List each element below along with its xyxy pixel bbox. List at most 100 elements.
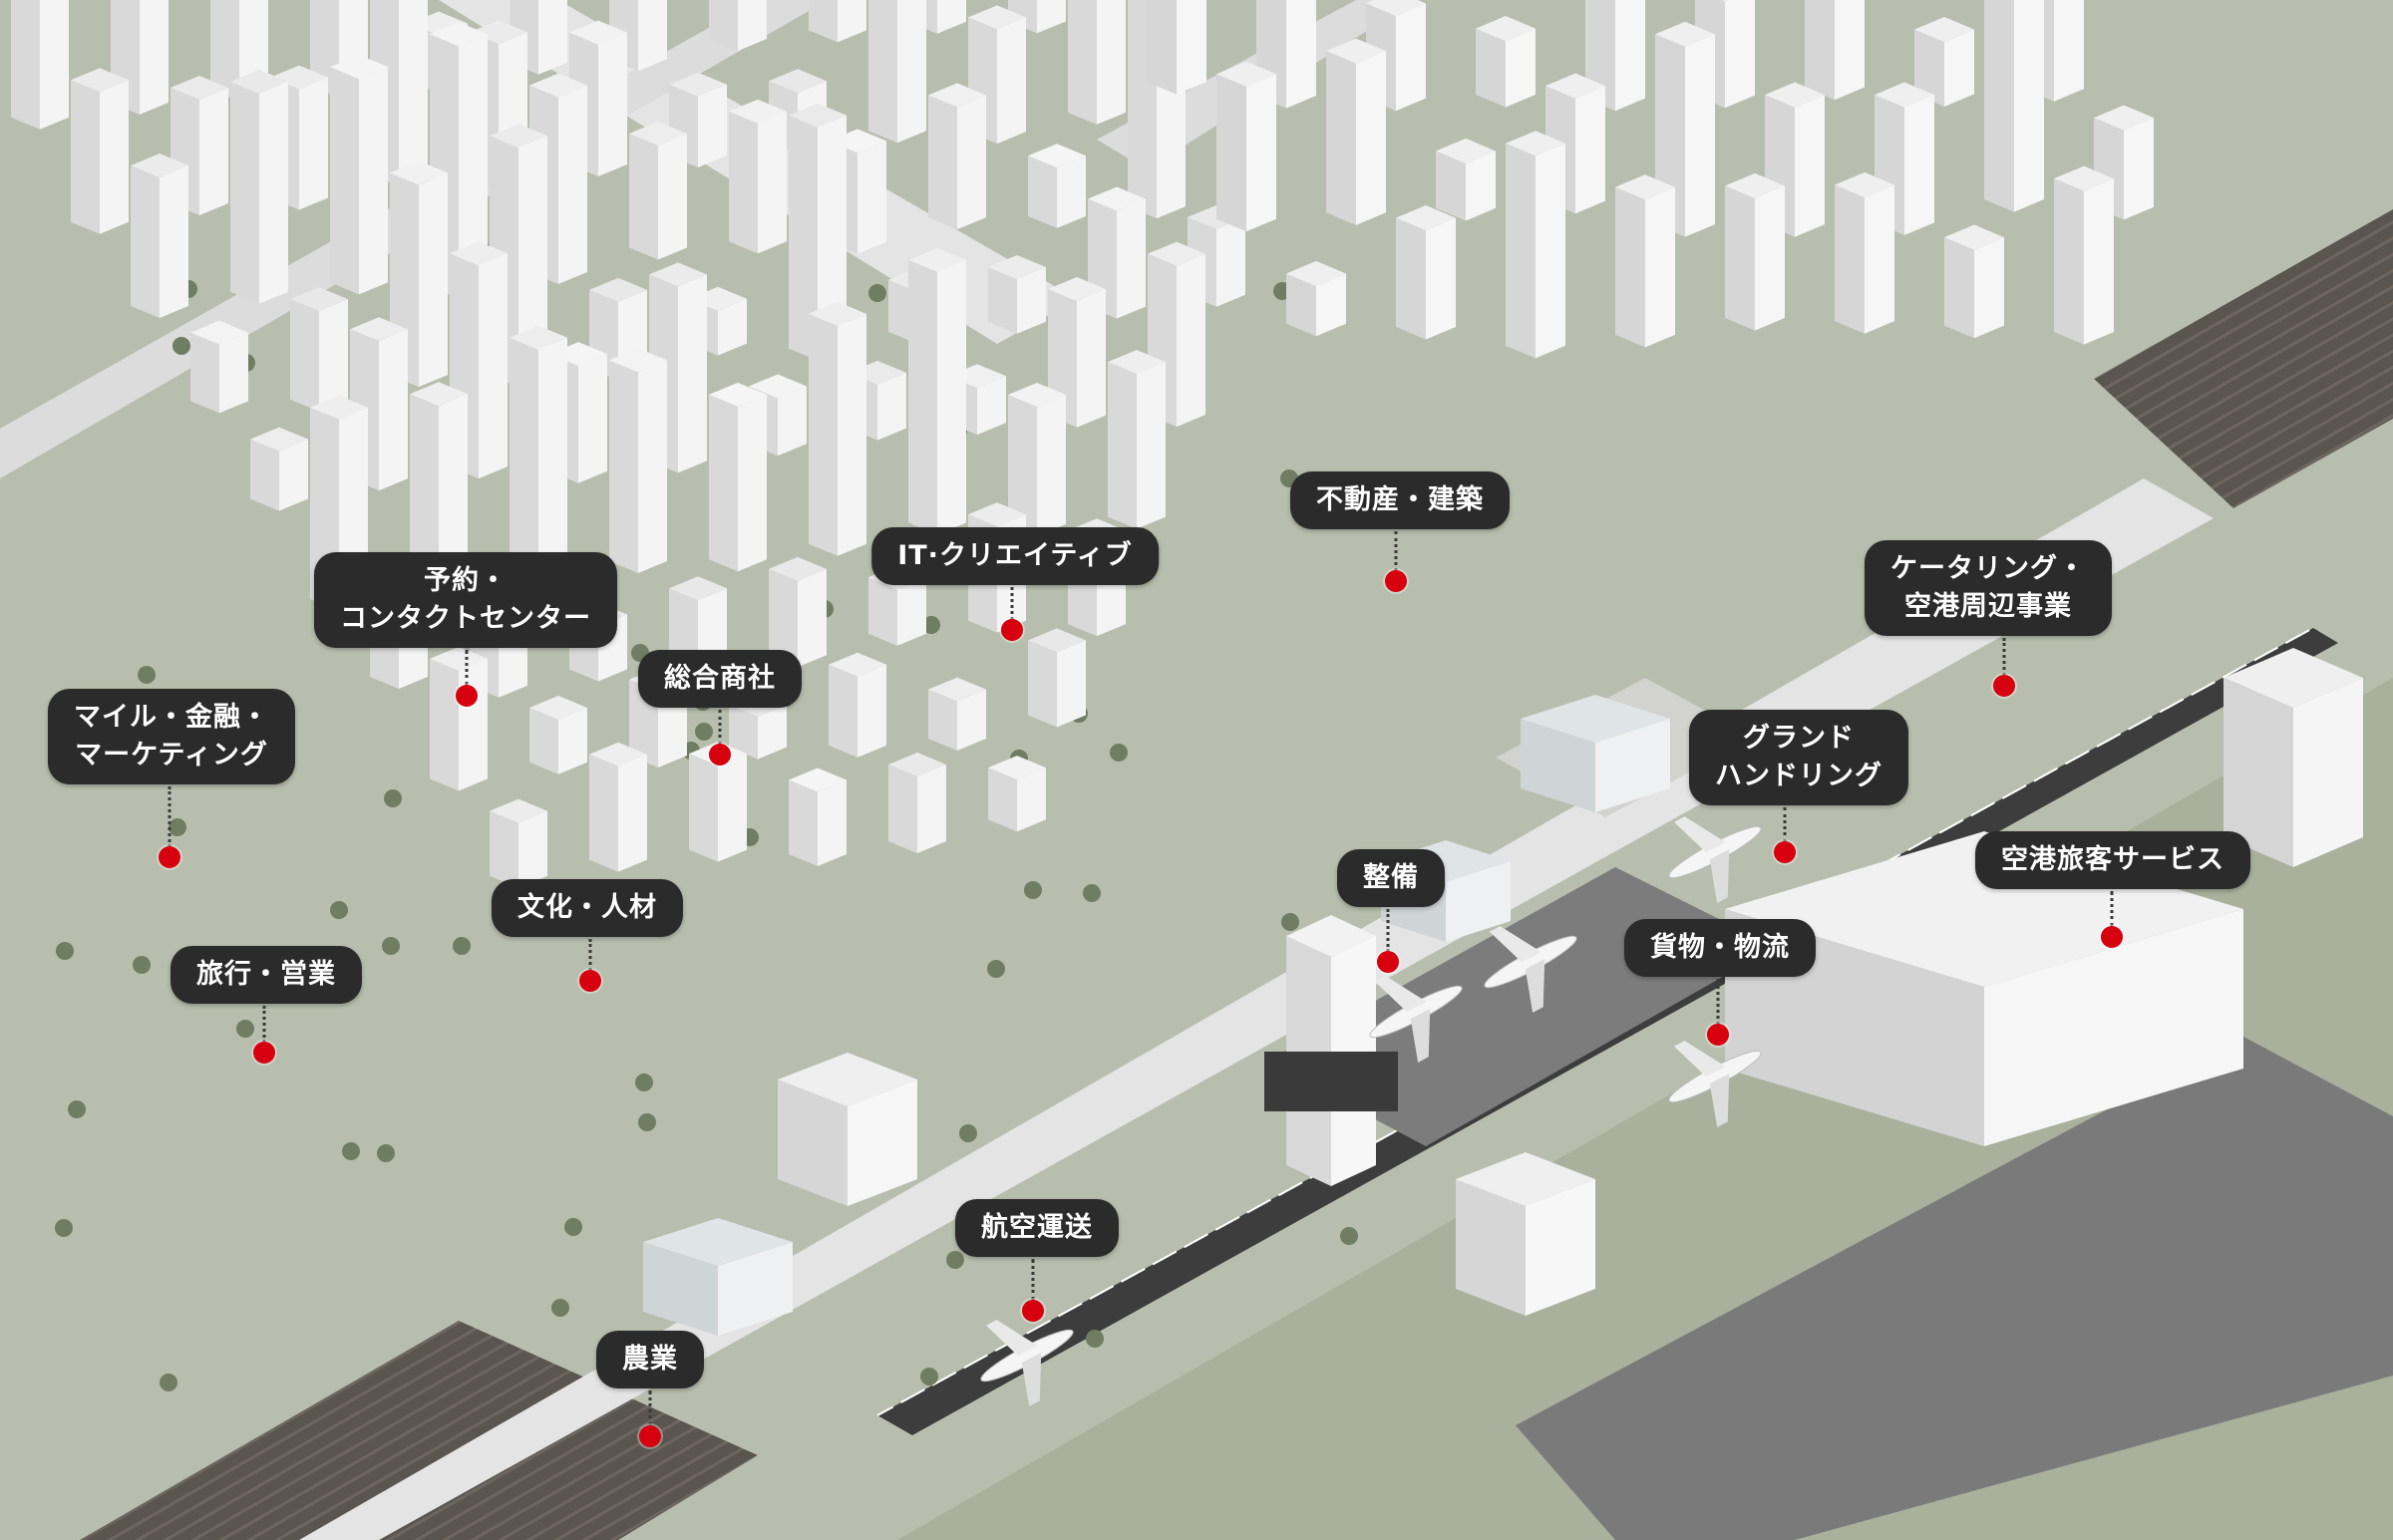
city-building-left bbox=[1068, 0, 1097, 125]
city-building bbox=[190, 320, 248, 414]
label-leader-line bbox=[1716, 979, 1720, 1025]
city-building-right bbox=[818, 779, 847, 866]
city-building-left bbox=[71, 80, 100, 234]
city-building-left bbox=[669, 588, 698, 669]
location-pin[interactable] bbox=[1385, 570, 1407, 592]
city-building-roof bbox=[529, 73, 587, 98]
city-building-left bbox=[589, 754, 618, 872]
tree bbox=[138, 666, 156, 684]
tree bbox=[55, 1219, 73, 1237]
city-building-roof bbox=[510, 325, 567, 350]
label-catering-airport-business[interactable]: ケータリング・空港周辺事業 bbox=[1865, 540, 2112, 636]
city-building-right bbox=[479, 253, 508, 479]
city-building-roof bbox=[1725, 172, 1785, 199]
city-building-left bbox=[1147, 0, 1177, 95]
tree bbox=[133, 956, 151, 974]
city-building-left bbox=[689, 754, 718, 862]
city-building-right bbox=[957, 689, 986, 752]
city-building-right bbox=[439, 394, 468, 602]
label-general-trading[interactable]: 総合商社 bbox=[638, 650, 802, 708]
location-pin[interactable] bbox=[709, 744, 731, 766]
city-building-roof bbox=[928, 677, 986, 702]
label-culture-hr[interactable]: 文化・人材 bbox=[492, 879, 683, 937]
city-building-roof bbox=[1944, 224, 2004, 250]
label-cargo-logistics[interactable]: 貨物・物流 bbox=[1624, 919, 1816, 977]
label-mileage-finance-marketing[interactable]: マイル・金融・マーケティング bbox=[48, 689, 295, 784]
tree bbox=[868, 284, 886, 302]
city-building bbox=[1765, 82, 1825, 237]
location-pin[interactable] bbox=[579, 970, 601, 992]
tree bbox=[1340, 1227, 1358, 1245]
tree bbox=[638, 1113, 656, 1131]
city-building-left bbox=[789, 779, 818, 866]
control-tower bbox=[1286, 915, 1376, 1186]
city-building-roof bbox=[1008, 383, 1066, 408]
city-building-roof bbox=[769, 69, 827, 94]
label-leader-line bbox=[1394, 531, 1398, 571]
location-pin[interactable] bbox=[639, 1425, 661, 1447]
city-building-right bbox=[1037, 395, 1066, 537]
label-maintenance[interactable]: 整備 bbox=[1337, 849, 1445, 907]
location-pin[interactable] bbox=[159, 846, 180, 868]
city-building-left bbox=[210, 0, 239, 102]
city-building-right bbox=[678, 274, 707, 473]
location-pin[interactable] bbox=[1707, 1024, 1729, 1046]
label-line: コンタクトセンター bbox=[340, 603, 591, 634]
city-building-left bbox=[1984, 0, 2014, 212]
label-ground-handling[interactable]: グランドハンドリング bbox=[1689, 710, 1908, 805]
city-building bbox=[290, 287, 348, 412]
city-building bbox=[928, 677, 986, 752]
city-building-right bbox=[279, 439, 308, 511]
label-reservation-contact-center[interactable]: 予約・コンタクトセンター bbox=[314, 552, 617, 648]
city-building bbox=[2054, 165, 2114, 345]
city-building-left bbox=[709, 0, 738, 52]
city-building-right bbox=[1177, 253, 1205, 428]
location-pin[interactable] bbox=[2101, 926, 2123, 948]
city-building-right bbox=[1246, 74, 1276, 232]
location-pin[interactable] bbox=[1377, 951, 1399, 973]
hangar-right bbox=[718, 1242, 793, 1336]
city-building-right bbox=[1904, 95, 1934, 235]
city-building-left bbox=[1615, 186, 1645, 348]
city-building bbox=[789, 768, 847, 866]
city-building bbox=[250, 427, 308, 511]
control-tower-cab bbox=[1264, 1052, 1398, 1111]
label-agriculture[interactable]: 農業 bbox=[596, 1331, 704, 1388]
city-building-left bbox=[1476, 28, 1506, 108]
city-building-right bbox=[598, 32, 627, 177]
tree bbox=[169, 818, 186, 836]
farm-field bbox=[2094, 209, 2393, 508]
tree bbox=[1281, 913, 1299, 931]
location-pin[interactable] bbox=[1993, 675, 2015, 697]
city-building-right bbox=[818, 115, 847, 361]
location-pin[interactable] bbox=[1001, 619, 1023, 641]
airplane-wing bbox=[1525, 958, 1545, 1013]
city-building-right bbox=[897, 577, 926, 646]
label-it-creative[interactable]: IT·クリエイティブ bbox=[871, 527, 1159, 585]
city-building-right bbox=[2124, 118, 2154, 220]
city-building bbox=[410, 382, 468, 602]
label-leader-line bbox=[1386, 909, 1390, 952]
location-pin[interactable] bbox=[253, 1042, 275, 1064]
label-airport-passenger-service[interactable]: 空港旅客サービス bbox=[1975, 831, 2250, 889]
city-building-right bbox=[718, 298, 747, 356]
city-building-roof bbox=[609, 348, 667, 373]
city-building-left bbox=[709, 394, 738, 572]
tree bbox=[377, 1144, 395, 1162]
city-building-right bbox=[778, 386, 807, 457]
location-pin[interactable] bbox=[1022, 1300, 1044, 1322]
city-building-roof bbox=[629, 122, 687, 147]
label-line: マイル・金融・ bbox=[74, 702, 269, 733]
city-building-right bbox=[1117, 198, 1146, 319]
city-building-left bbox=[1216, 74, 1246, 232]
label-real-estate-construction[interactable]: 不動産・建築 bbox=[1290, 471, 1510, 529]
location-pin[interactable] bbox=[456, 685, 478, 707]
city-building-roof bbox=[829, 652, 886, 677]
location-pin[interactable] bbox=[1774, 841, 1796, 863]
label-travel-sales[interactable]: 旅行・営業 bbox=[171, 946, 362, 1004]
city-building-right bbox=[518, 136, 547, 388]
city-building-right bbox=[359, 67, 388, 295]
tree bbox=[160, 1374, 177, 1391]
label-air-transport[interactable]: 航空運送 bbox=[955, 1199, 1119, 1257]
city-building-left bbox=[490, 810, 518, 888]
